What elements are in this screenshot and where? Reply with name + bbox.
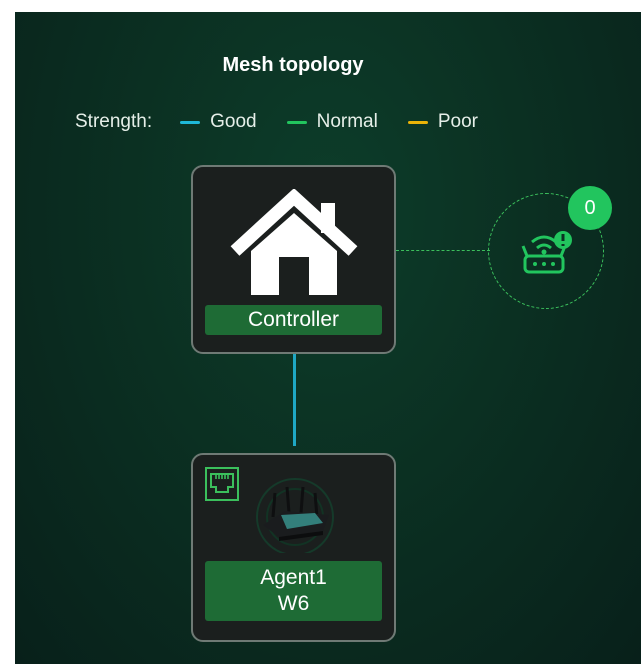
offline-device-node[interactable]: [488, 193, 604, 309]
legend-swatch-poor: [407, 120, 428, 124]
home-icon: [230, 189, 358, 295]
page-title: Mesh topology: [222, 54, 364, 76]
legend-swatch-good: [180, 120, 201, 124]
topology-panel: Mesh topology Strength: Good Normal Poor…: [15, 12, 641, 664]
router-alert-icon: [521, 231, 572, 274]
controller-label: Controller: [205, 305, 382, 335]
router-icon: [256, 478, 334, 553]
legend-text-normal: Normal: [316, 111, 378, 132]
agent-node[interactable]: Agent1 W6: [191, 453, 396, 642]
agent-name: Agent1: [260, 566, 327, 589]
agent-model: W6: [277, 592, 310, 615]
legend-label: Strength:: [75, 111, 153, 132]
legend-text-good: Good: [210, 111, 257, 132]
strength-legend: Strength: Good Normal Poor: [75, 110, 508, 134]
legend-text-poor: Poor: [437, 111, 478, 132]
legend-item-normal: Normal: [286, 111, 378, 133]
legend-item-good: Good: [180, 111, 257, 133]
mesh-link-line: [293, 354, 296, 446]
offline-link-line: [396, 250, 490, 251]
agent-label: Agent1 W6: [205, 561, 382, 621]
legend-swatch-normal: [286, 120, 307, 124]
ethernet-port-icon: [205, 467, 239, 501]
legend-item-poor: Poor: [407, 111, 478, 133]
controller-node[interactable]: Controller: [191, 165, 396, 354]
offline-count-badge[interactable]: 0: [568, 186, 612, 230]
